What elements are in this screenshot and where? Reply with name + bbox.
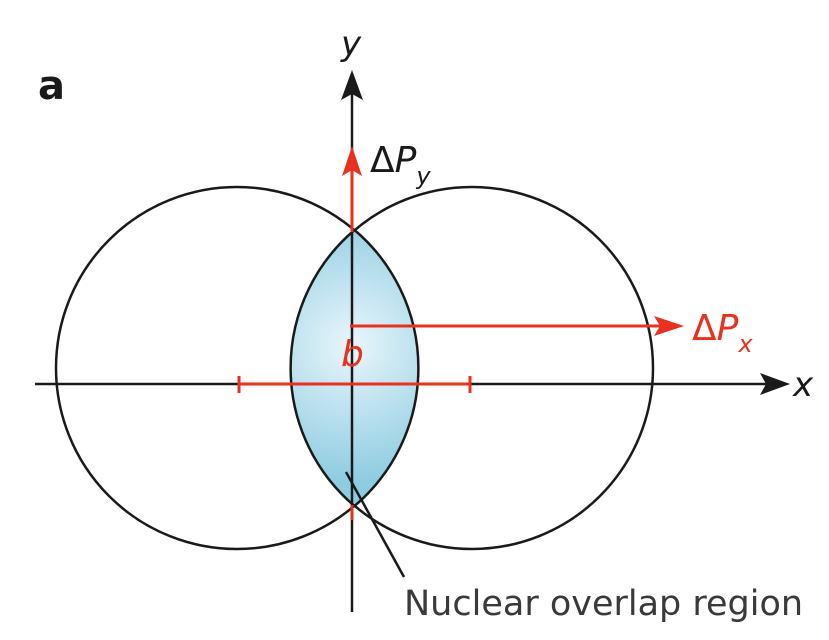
impact-parameter-label: b: [341, 334, 364, 375]
delta-py-delta: Δ: [370, 140, 395, 181]
delta-py-arrowhead: [342, 146, 362, 176]
y-axis-label: y: [340, 24, 362, 64]
x-axis-arrowhead: [760, 373, 790, 395]
delta-px-subscript: x: [737, 330, 753, 358]
y-axis-arrowhead: [341, 70, 363, 100]
region-pointer-line: [344, 471, 406, 578]
delta-py-p: P: [395, 140, 417, 181]
x-axis-label: x: [792, 365, 814, 405]
region-label: Nuclear overlap region: [404, 584, 803, 624]
panel-label: a: [38, 63, 65, 109]
delta-px-delta: Δ: [692, 308, 717, 349]
delta-px-label: ΔPx: [692, 308, 753, 358]
overlap-region: [289, 228, 420, 508]
delta-py-subscript: y: [415, 162, 431, 190]
delta-px-p: P: [717, 308, 739, 349]
delta-px-arrowhead: [654, 316, 684, 336]
delta-py-label: ΔPy: [370, 140, 431, 190]
